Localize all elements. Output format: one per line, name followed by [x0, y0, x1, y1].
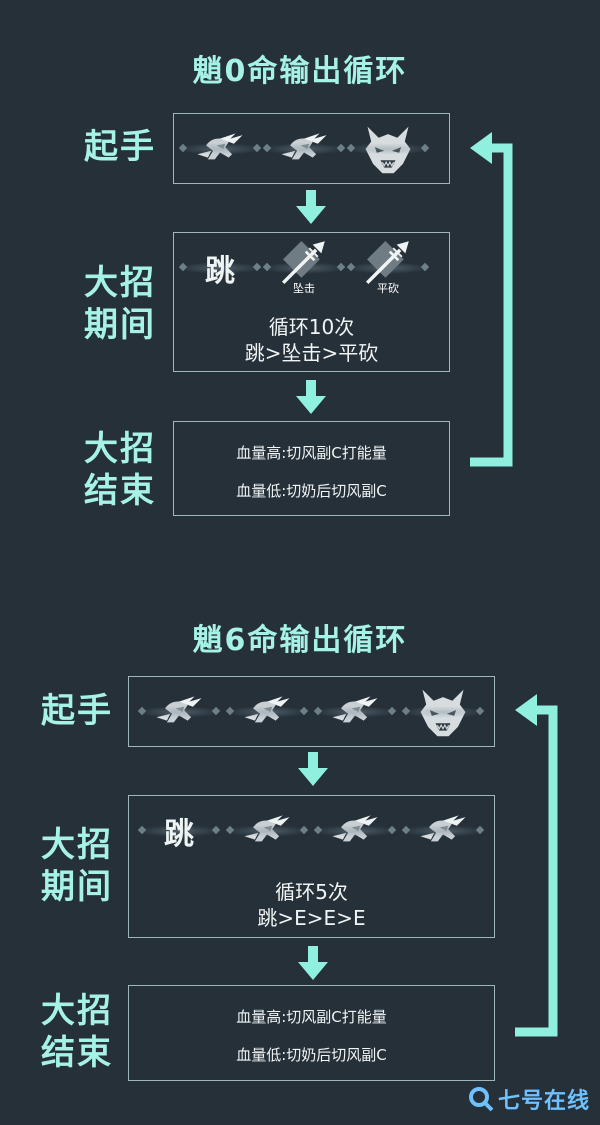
magnifier-logo-icon: [468, 1087, 494, 1112]
down-arrow-icon: [296, 380, 326, 414]
start-box: [173, 113, 450, 184]
end-line-high-hp: 血量高:切风副C打能量: [236, 444, 387, 462]
ult-box: 跳 坠击 平砍 循环10次 跳>坠击>平砍: [173, 232, 450, 372]
dash-skill-icon: [313, 799, 397, 863]
section1-title: 魈0命输出循环: [192, 54, 408, 89]
end-box: 血量高:切风副C打能量 血量低:切奶后切风副C: [128, 985, 495, 1081]
loop-back-arrow: [470, 132, 513, 467]
watermark: 七号在线: [468, 1083, 590, 1115]
jump-step: 跳: [137, 799, 221, 863]
dash-skill-icon: [225, 799, 309, 863]
label-start: 起手: [41, 691, 113, 731]
end-line-high-hp: 血量高:切风副C打能量: [236, 1008, 387, 1026]
label-ult-end: 大招结束: [84, 429, 156, 511]
start-box: [128, 676, 495, 747]
yaksha-mask-icon: [346, 117, 430, 181]
loop-count: 循环10次: [268, 315, 355, 339]
dash-skill-icon: [313, 680, 397, 744]
jump-text: 跳: [164, 817, 194, 852]
normal-attack-icon: 平砍: [346, 236, 430, 300]
jump-text: 跳: [205, 254, 235, 289]
yaksha-mask-icon: [401, 680, 485, 744]
jump-step: 跳: [178, 236, 262, 300]
watermark-text: 七号在线: [497, 1089, 590, 1114]
slash-caption: 平砍: [377, 282, 399, 295]
end-line-low-hp: 血量低:切奶后切风副C: [236, 482, 387, 500]
end-box: 血量高:切风副C打能量 血量低:切奶后切风副C: [173, 421, 450, 516]
dash-skill-icon: [137, 680, 221, 744]
plunge-caption: 坠击: [293, 282, 315, 295]
ult-box: 跳 循环5次 跳>E>E>E: [128, 795, 495, 938]
label-ult-during: 大招期间: [41, 825, 113, 907]
down-arrow-icon: [298, 752, 328, 786]
down-arrow-icon: [296, 190, 326, 224]
loop-back-arrow: [515, 694, 558, 1037]
label-ult-end: 大招结束: [41, 991, 113, 1073]
loop-sequence: 跳>坠击>平砍: [244, 341, 379, 365]
end-line-low-hp: 血量低:切奶后切风副C: [236, 1046, 387, 1064]
dash-skill-icon: [401, 799, 485, 863]
dash-skill-icon: [225, 680, 309, 744]
plunge-attack-icon: 坠击: [262, 236, 346, 300]
dash-skill-icon: [178, 117, 262, 181]
dash-skill-icon: [262, 117, 346, 181]
down-arrow-icon: [298, 946, 328, 980]
section2-title: 魈6命输出循环: [192, 623, 408, 658]
label-ult-during: 大招期间: [84, 263, 156, 345]
label-start: 起手: [84, 127, 156, 167]
loop-count: 循环5次: [275, 880, 348, 904]
loop-sequence: 跳>E>E>E: [257, 906, 366, 930]
